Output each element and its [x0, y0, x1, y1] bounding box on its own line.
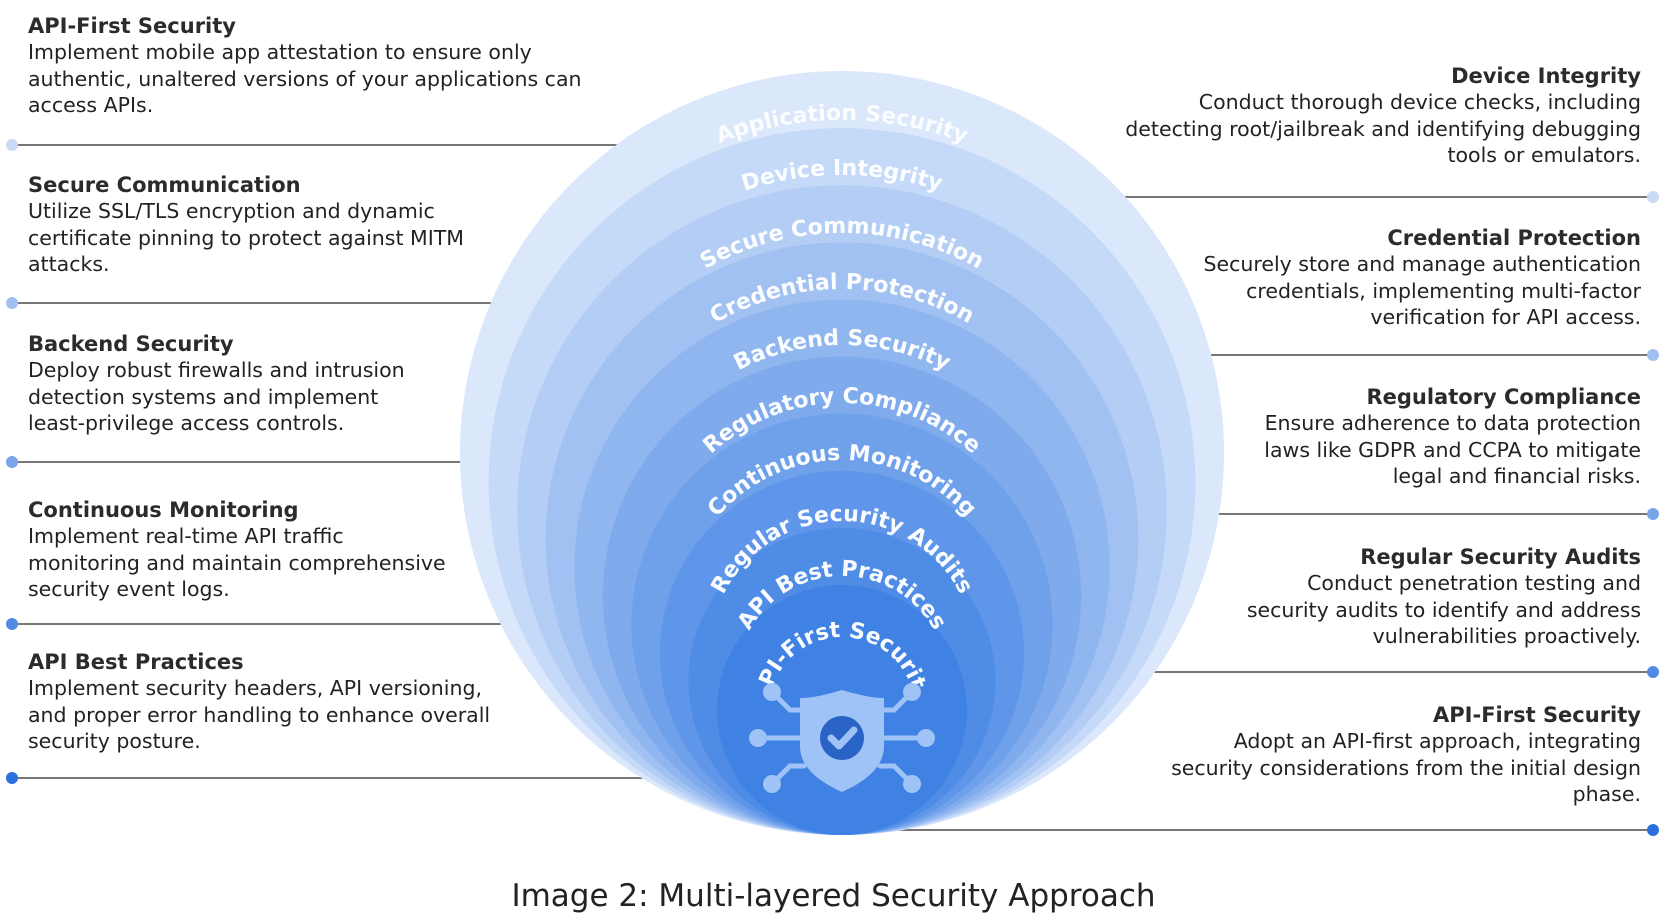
callout-text: Implement security headers, API versioni… — [28, 676, 491, 753]
callout-title: Backend Security — [28, 332, 234, 356]
callout-text: Conduct penetration testing and security… — [1246, 571, 1641, 648]
callout-text: Ensure adherence to data protection laws… — [1264, 411, 1641, 488]
callout-device-integrity: Device Integrity Conduct thorough device… — [1101, 63, 1641, 169]
callout-text: Deploy robust firewalls and intrusion de… — [28, 358, 405, 435]
callout-text: Conduct thorough device checks, includin… — [1125, 90, 1641, 167]
callout-title: API-First Security — [1433, 703, 1641, 727]
callout-api-first-security-right: API-First Security Adopt an API-first ap… — [1161, 702, 1641, 808]
leader-dot — [1647, 508, 1659, 520]
callout-secure-communication: Secure Communication Utilize SSL/TLS enc… — [28, 172, 468, 278]
callout-continuous-monitoring: Continuous Monitoring Implement real-tim… — [28, 497, 458, 603]
leader-dot — [6, 618, 18, 630]
callout-regulatory-compliance: Regulatory Compliance Ensure adherence t… — [1251, 384, 1641, 490]
figure-caption: Image 2: Multi-layered Security Approach — [511, 878, 1156, 914]
callout-title: Secure Communication — [28, 173, 301, 197]
callout-title: Regulatory Compliance — [1366, 385, 1641, 409]
callout-backend-security: Backend Security Deploy robust firewalls… — [28, 331, 408, 437]
leader-dot — [6, 139, 18, 151]
concentric-layers — [460, 71, 1224, 835]
callout-title: Continuous Monitoring — [28, 498, 299, 522]
callout-title: Regular Security Audits — [1360, 545, 1641, 569]
leader-dot — [6, 456, 18, 468]
callout-text: Utilize SSL/TLS encryption and dynamic c… — [28, 199, 464, 276]
leader-dot — [1647, 191, 1659, 203]
leader-dot — [1647, 349, 1659, 361]
leader-dot — [1647, 824, 1659, 836]
callout-credential-protection: Credential Protection Securely store and… — [1201, 225, 1641, 331]
callout-text: Adopt an API-first approach, integrating… — [1171, 729, 1641, 806]
callout-text: Implement mobile app attestation to ensu… — [28, 40, 582, 117]
callout-api-first-security-left: API-First Security Implement mobile app … — [28, 13, 588, 119]
callout-regular-security-audits: Regular Security Audits Conduct penetrat… — [1221, 544, 1641, 650]
leader-dot — [6, 297, 18, 309]
callout-title: API-First Security — [28, 14, 236, 38]
callout-text: Implement real-time API traffic monitori… — [28, 524, 446, 601]
shield-checkmark-circuit-icon — [749, 683, 935, 793]
leader-dot — [1647, 666, 1659, 678]
callout-title: API Best Practices — [28, 650, 244, 674]
callout-api-best-practices: API Best Practices Implement security he… — [28, 649, 508, 755]
callout-title: Credential Protection — [1387, 226, 1641, 250]
callout-title: Device Integrity — [1451, 64, 1641, 88]
leader-dot — [6, 772, 18, 784]
callout-text: Securely store and manage authentication… — [1203, 252, 1641, 329]
